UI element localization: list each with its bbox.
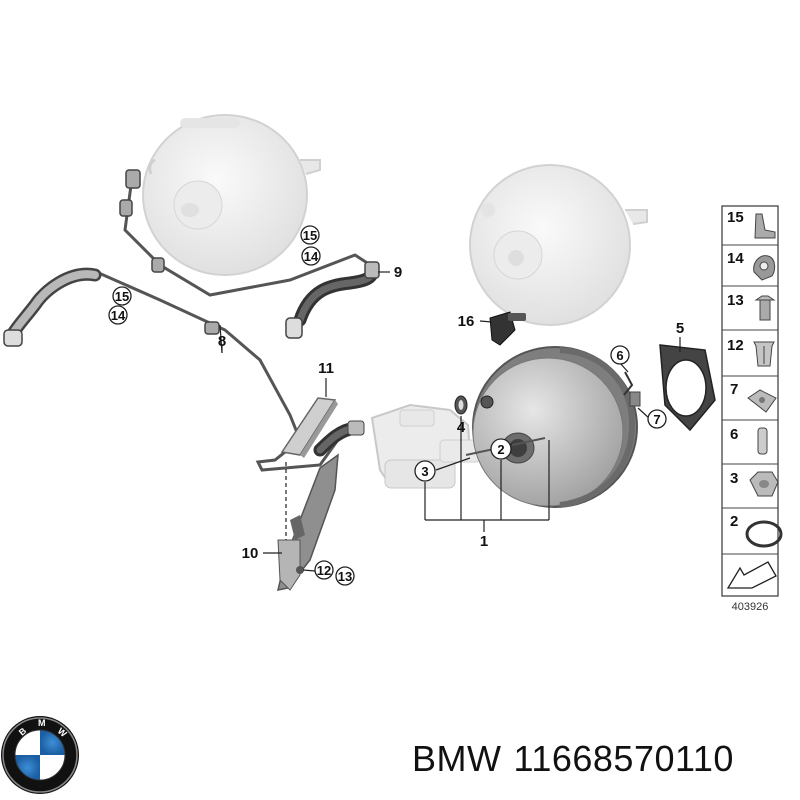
hose-left: [3, 267, 102, 347]
master-cylinder: [370, 403, 481, 489]
callout-10: 10: [242, 545, 259, 562]
svg-text:15: 15: [303, 228, 317, 243]
hose-center: [313, 420, 365, 457]
callout-14-top: 14: [301, 246, 321, 266]
svg-text:7: 7: [653, 412, 660, 427]
svg-text:13: 13: [338, 569, 352, 584]
callout-7: 7: [647, 409, 667, 429]
svg-text:12: 12: [317, 563, 331, 578]
leader-lines: [219, 271, 681, 572]
pin-6: [623, 371, 634, 396]
svg-text:M: M: [38, 718, 46, 728]
bracket-11: [280, 397, 338, 458]
ghost-booster-left: [142, 114, 321, 276]
svg-text:14: 14: [304, 249, 319, 264]
arrow-icon: [726, 561, 777, 589]
clip-15-icon: [754, 213, 776, 239]
seal-4: [454, 395, 468, 415]
fittings: [119, 169, 220, 335]
callout-6: 6: [610, 345, 630, 365]
callout-15-top: 15: [300, 225, 320, 245]
legend-item-12: 12: [727, 337, 744, 354]
callout-1: 1: [480, 533, 488, 550]
legend-item-2: 2: [730, 513, 738, 530]
legend-panel: 15 14 13 12 7 6 3 2: [721, 205, 783, 613]
callout-2: 2: [490, 438, 512, 460]
hose-9: [285, 261, 380, 339]
pin-6-icon: [757, 427, 768, 455]
legend-item-6: 6: [730, 426, 738, 443]
svg-text:2: 2: [497, 442, 504, 457]
svg-text:14: 14: [111, 308, 126, 323]
part-number: 11668570110: [513, 738, 734, 779]
nut-12-icon: [753, 341, 775, 367]
brake-booster-1: [465, 346, 641, 508]
part-caption: BMW 11668570110: [412, 738, 746, 780]
diagram-ref-number: 403926: [732, 601, 769, 613]
callout-8: 8: [218, 333, 226, 350]
hex-nut-3-icon: [749, 471, 779, 497]
legend-item-14: 14: [727, 250, 744, 267]
bracket-10: [277, 453, 339, 591]
legend-item-13: 13: [727, 292, 744, 309]
legend-item-7: 7: [730, 381, 738, 398]
svg-text:15: 15: [115, 289, 129, 304]
callout-14-left: 14: [108, 305, 128, 325]
clip-14-icon: [753, 255, 776, 281]
svg-text:3: 3: [421, 464, 428, 479]
callout-15-left: 15: [112, 286, 132, 306]
bmw-logo: B M W: [1, 716, 79, 794]
screw-13-icon: [754, 295, 776, 321]
callout-16: 16: [458, 313, 475, 330]
callout-9: 9: [394, 264, 402, 281]
svg-text:B: B: [17, 725, 29, 737]
callout-3: 3: [414, 460, 436, 482]
svg-text:6: 6: [616, 348, 623, 363]
callout-4: 4: [457, 419, 466, 436]
legend-item-15: 15: [727, 209, 744, 226]
callout-11: 11: [318, 360, 334, 377]
ghost-booster-right: [469, 164, 648, 326]
sensor-16: [489, 311, 526, 346]
spring-nut-7-icon: [747, 389, 777, 413]
callout-13: 13: [335, 566, 355, 586]
brand-name: BMW: [412, 738, 502, 779]
callout-12: 12: [314, 560, 334, 580]
callout-5: 5: [676, 320, 684, 337]
ring-2-icon: [745, 520, 783, 548]
gasket-5: [659, 344, 716, 432]
legend-item-3: 3: [730, 470, 738, 487]
